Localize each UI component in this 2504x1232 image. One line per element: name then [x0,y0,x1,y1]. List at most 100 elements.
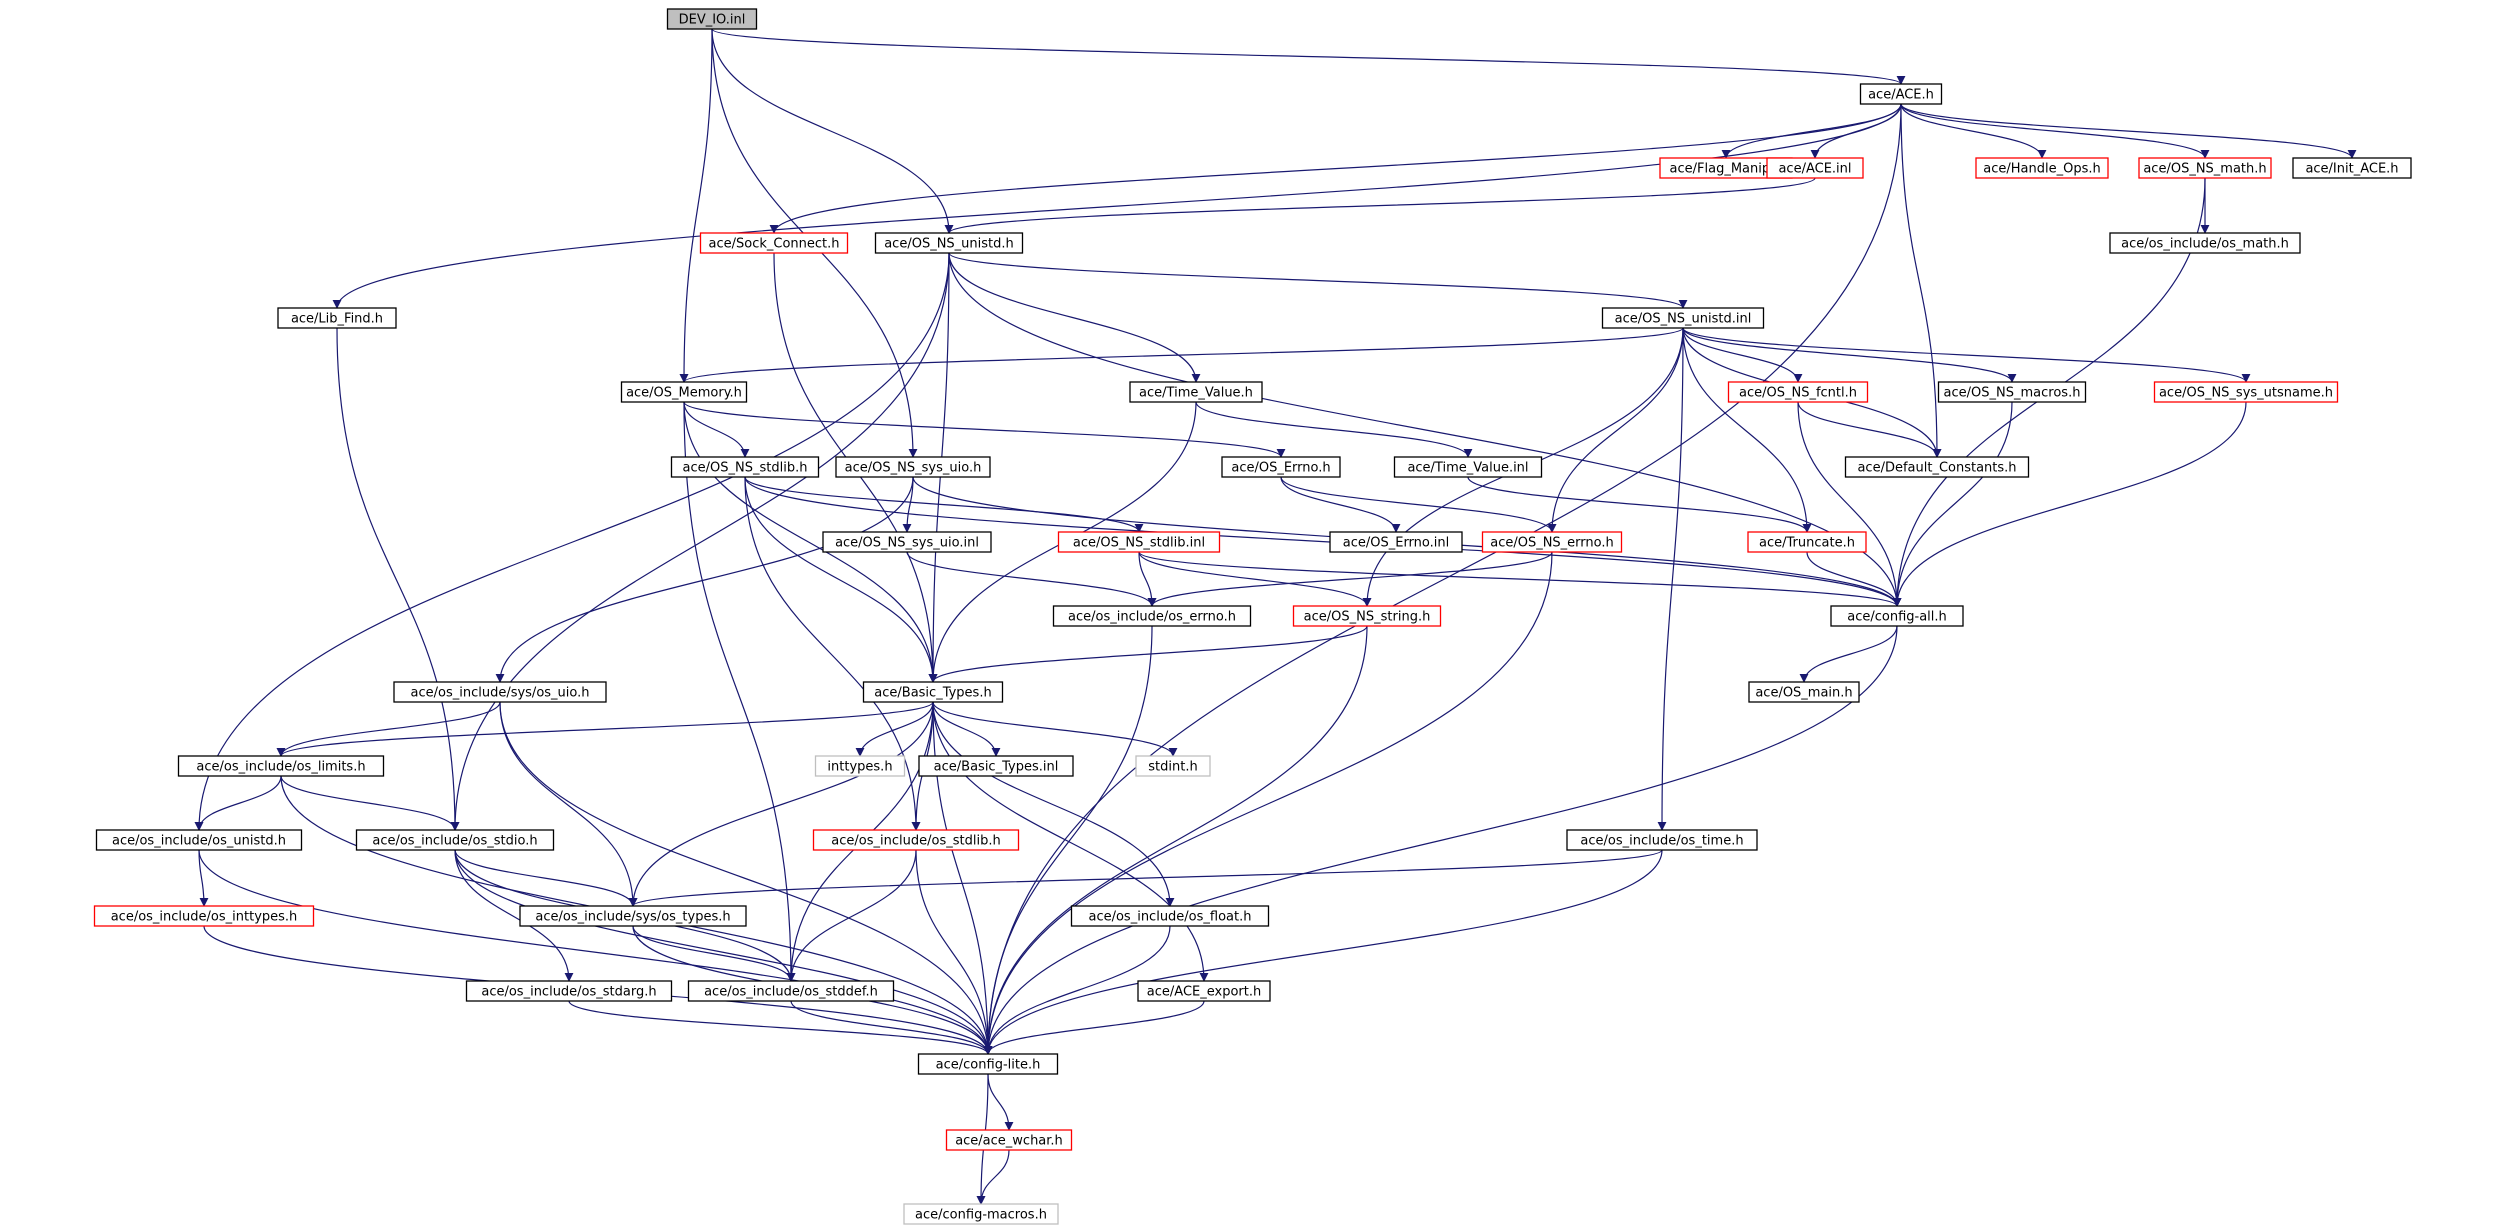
node-os-ns-sys-uio-h[interactable]: ace/OS_NS_sys_uio.h [835,456,991,478]
node-label: ace/os_include/os_errno.h [1068,610,1236,625]
node-label: ace/config-all.h [1847,610,1947,625]
node-box [835,456,991,478]
edge-os-include-os-stddef-h-to-config-lite-h [790,1000,993,1055]
node-basic-types-inl[interactable]: ace/Basic_Types.inl [918,755,1074,777]
edge-os-ns-sys-utsname-h-to-config-all-h [1892,401,2247,607]
node-label: ace/OS_NS_stdlib.inl [1073,536,1205,551]
node-time-value-inl[interactable]: ace/Time_Value.inl [1393,456,1543,478]
node-os-ns-fcntl-h[interactable]: ace/OS_NS_fcntl.h [1727,381,1869,403]
edge-os-ns-stdlib-inl-to-os-include-os-errno-h [1138,551,1157,607]
node-os-include-os-errno-h[interactable]: ace/os_include/os_errno.h [1052,605,1252,627]
edge-basic-types-h-to-inttypes-h [855,701,934,757]
edge-os-ns-stdlib-inl-to-config-all-h [1138,551,1902,607]
node-os-include-os-unistd-h[interactable]: ace/os_include/os_unistd.h [95,829,303,851]
edge-os-include-os-float-h-to-config-lite-h [983,925,1171,1055]
node-box [277,307,397,329]
node-box [1830,605,1964,627]
edge-os-include-os-stdio-h-to-os-include-sys-os-types-h [454,849,638,907]
node-label: ace/Truncate.h [1759,536,1855,551]
node-box [1070,905,1270,927]
node-default-constants-h[interactable]: ace/Default_Constants.h [1844,456,2030,478]
node-box [1727,381,1869,403]
node-os-include-os-stdio-h[interactable]: ace/os_include/os_stdio.h [355,829,555,851]
node-label: ace/OS_NS_errno.h [1490,536,1614,551]
node-os-include-os-math-h[interactable]: ace/os_include/os_math.h [2109,232,2301,254]
node-sock-connect-h[interactable]: ace/Sock_Connect.h [699,232,849,254]
node-os-include-os-limits-h[interactable]: ace/os_include/os_limits.h [177,755,385,777]
edge-os-ns-stdlib-h-to-config-all-h [744,476,1902,607]
node-os-include-os-inttypes-h[interactable]: ace/os_include/os_inttypes.h [93,905,315,927]
edge-ace-inl-to-os-ns-unistd-h [944,177,1816,234]
node-os-ns-stdlib-h[interactable]: ace/OS_NS_stdlib.h [670,456,820,478]
node-label: ace/ACE.inl [1778,162,1851,177]
edge-ace-h-to-init-ace-h [1900,103,2357,159]
node-label: ace/OS_NS_string.h [1304,610,1431,625]
node-os-errno-h[interactable]: ace/OS_Errno.h [1221,456,1341,478]
edge-os-ns-sys-uio-inl-to-os-include-os-errno-h [906,551,1157,607]
node-os-ns-errno-h[interactable]: ace/OS_NS_errno.h [1481,531,1623,553]
node-os-errno-inl[interactable]: ace/OS_Errno.inl [1329,531,1463,553]
node-ace-inl[interactable]: ace/ACE.inl [1766,157,1864,179]
edge-config-all-h-to-os-main-h [1799,625,1898,683]
node-config-lite-h[interactable]: ace/config-lite.h [917,1053,1059,1075]
node-os-main-h[interactable]: ace/OS_main.h [1748,681,1860,703]
node-dev-io-inl[interactable]: DEV_IO.inl [666,8,758,30]
node-time-value-h[interactable]: ace/Time_Value.h [1129,381,1263,403]
node-lib-find-h[interactable]: ace/Lib_Find.h [277,307,397,329]
node-os-ns-stdlib-inl[interactable]: ace/OS_NS_stdlib.inl [1057,531,1221,553]
edge-os-ns-macros-h-to-config-all-h [1892,401,2013,607]
node-config-all-h[interactable]: ace/config-all.h [1830,605,1964,627]
edge-os-include-os-stdlib-h-to-os-include-os-stddef-h [786,849,917,982]
edge-os-include-sys-os-uio-h-to-config-lite-h [499,701,993,1055]
edge-os-include-sys-os-uio-h-to-os-include-os-limits-h [276,701,501,757]
node-os-include-sys-os-types-h[interactable]: ace/os_include/sys/os_types.h [519,905,747,927]
node-os-ns-unistd-h[interactable]: ace/OS_NS_unistd.h [874,232,1024,254]
node-inttypes-h[interactable]: inttypes.h [814,755,906,777]
node-label: ace/Time_Value.inl [1407,461,1528,476]
node-os-memory-h[interactable]: ace/OS_Memory.h [620,381,748,403]
node-os-ns-string-h[interactable]: ace/OS_NS_string.h [1292,605,1442,627]
node-ace-wchar-h[interactable]: ace/ace_wchar.h [945,1129,1073,1151]
edge-dev-io-inl-to-os-memory-h [679,28,713,383]
node-ace-export-h[interactable]: ace/ACE_export.h [1137,980,1271,1002]
node-box [93,905,315,927]
node-box [917,1053,1059,1075]
node-box [1292,605,1442,627]
node-box [1844,456,2030,478]
node-os-ns-math-h[interactable]: ace/OS_NS_math.h [2138,157,2272,179]
node-config-macros-h[interactable]: ace/config-macros.h [903,1203,1059,1225]
node-os-include-os-stddef-h[interactable]: ace/os_include/os_stddef.h [687,980,895,1002]
edge-os-ns-fcntl-h-to-config-all-h [1797,401,1902,607]
node-box [1975,157,2109,179]
node-basic-types-h[interactable]: ace/Basic_Types.h [862,681,1004,703]
node-os-include-os-stdlib-h[interactable]: ace/os_include/os_stdlib.h [812,829,1020,851]
edge-os-memory-h-to-basic-types-h [683,401,938,683]
node-init-ace-h[interactable]: ace/Init_ACE.h [2292,157,2412,179]
node-ace-h[interactable]: ace/ACE.h [1859,83,1943,105]
node-os-include-os-time-h[interactable]: ace/os_include/os_time.h [1566,829,1758,851]
edge-basic-types-h-to-ace-export-h [932,701,1209,982]
node-os-ns-sys-utsname-h[interactable]: ace/OS_NS_sys_utsname.h [2153,381,2339,403]
edge-os-ns-stdlib-h-to-os-include-os-stdlib-h [744,476,921,831]
node-os-ns-unistd-inl[interactable]: ace/OS_NS_unistd.inl [1601,307,1765,329]
node-handle-ops-h[interactable]: ace/Handle_Ops.h [1975,157,2109,179]
nodes-layer: DEV_IO.inlace/ACE.hace/Flag_Manip.hace/A… [93,8,2412,1225]
node-box [1481,531,1623,553]
node-truncate-h[interactable]: ace/Truncate.h [1747,531,1867,553]
node-os-ns-macros-h[interactable]: ace/OS_NS_macros.h [1937,381,2087,403]
node-box [1937,381,2087,403]
node-os-include-sys-os-uio-h[interactable]: ace/os_include/sys/os_uio.h [393,681,607,703]
edges-layer [194,28,2357,1205]
node-box [1052,605,1252,627]
node-stdint-h[interactable]: stdint.h [1135,755,1211,777]
edge-os-include-os-limits-h-to-os-include-os-stdio-h [280,775,460,831]
node-os-ns-sys-uio-inl[interactable]: ace/OS_NS_sys_uio.inl [822,531,992,553]
edge-os-include-os-time-h-to-os-include-sys-os-types-h [628,849,1663,907]
node-os-include-os-float-h[interactable]: ace/os_include/os_float.h [1070,905,1270,927]
edge-ace-h-to-flag-manip-h [1721,103,1902,159]
node-box [1057,531,1221,553]
node-box [393,681,607,703]
node-os-include-os-stdarg-h[interactable]: ace/os_include/os_stdarg.h [465,980,673,1002]
node-box [2153,381,2339,403]
